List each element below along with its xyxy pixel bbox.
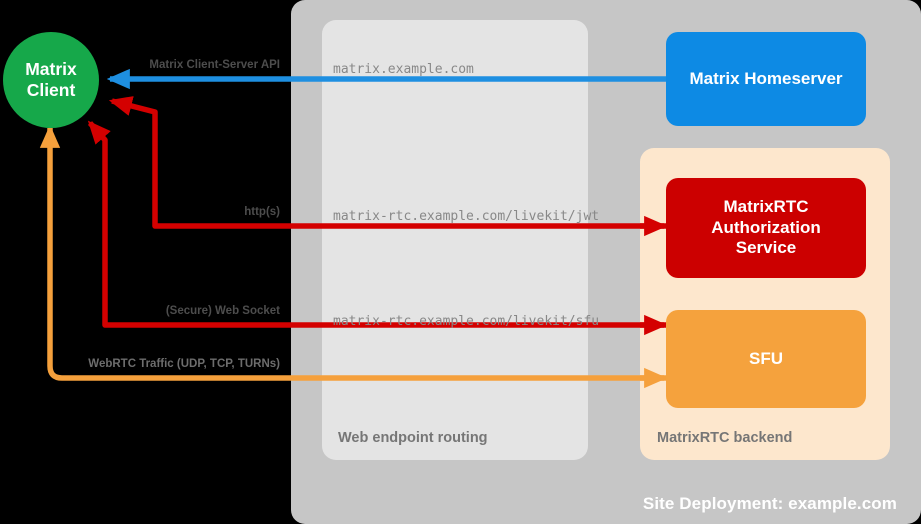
node-sfu-label: SFU (749, 348, 783, 368)
node-matrix-homeserver[interactable]: Matrix Homeserver (666, 32, 866, 126)
endpoint-livekit-jwt: matrix-rtc.example.com/livekit/jwt (333, 209, 600, 224)
flow-label-secure-websocket: (Secure) Web Socket (165, 305, 280, 317)
flow-label-http: http(s) (244, 206, 280, 218)
web-endpoint-routing-label: Web endpoint routing (338, 430, 488, 446)
node-matrix-client-line1: Matrix (25, 59, 77, 80)
web-endpoint-routing-container: Web endpoint routing (322, 20, 588, 460)
node-matrix-client-line2: Client (26, 80, 76, 100)
node-sfu[interactable]: SFU (666, 310, 866, 408)
site-deployment-label: Site Deployment: example.com (642, 494, 897, 513)
flow-label-matrix-client-server-api: Matrix Client-Server API (149, 59, 280, 71)
node-matrix-client[interactable]: Matrix Client (3, 32, 99, 128)
endpoint-livekit-sfu: matrix-rtc.example.com/livekit/sfu (333, 314, 600, 329)
node-auth-line3: Service (735, 238, 797, 258)
matrixrtc-backend-label: MatrixRTC backend (657, 430, 793, 446)
node-matrixrtc-authorization-service[interactable]: MatrixRTC Authorization Service (666, 178, 866, 278)
endpoint-matrix-example-com: matrix.example.com (333, 62, 474, 77)
node-auth-line2: Authorization (711, 217, 821, 237)
flow-label-webrtc-traffic: WebRTC Traffic (UDP, TCP, TURNs) (88, 358, 280, 370)
node-auth-line1: MatrixRTC (723, 197, 809, 217)
node-matrix-homeserver-label: Matrix Homeserver (689, 68, 843, 88)
